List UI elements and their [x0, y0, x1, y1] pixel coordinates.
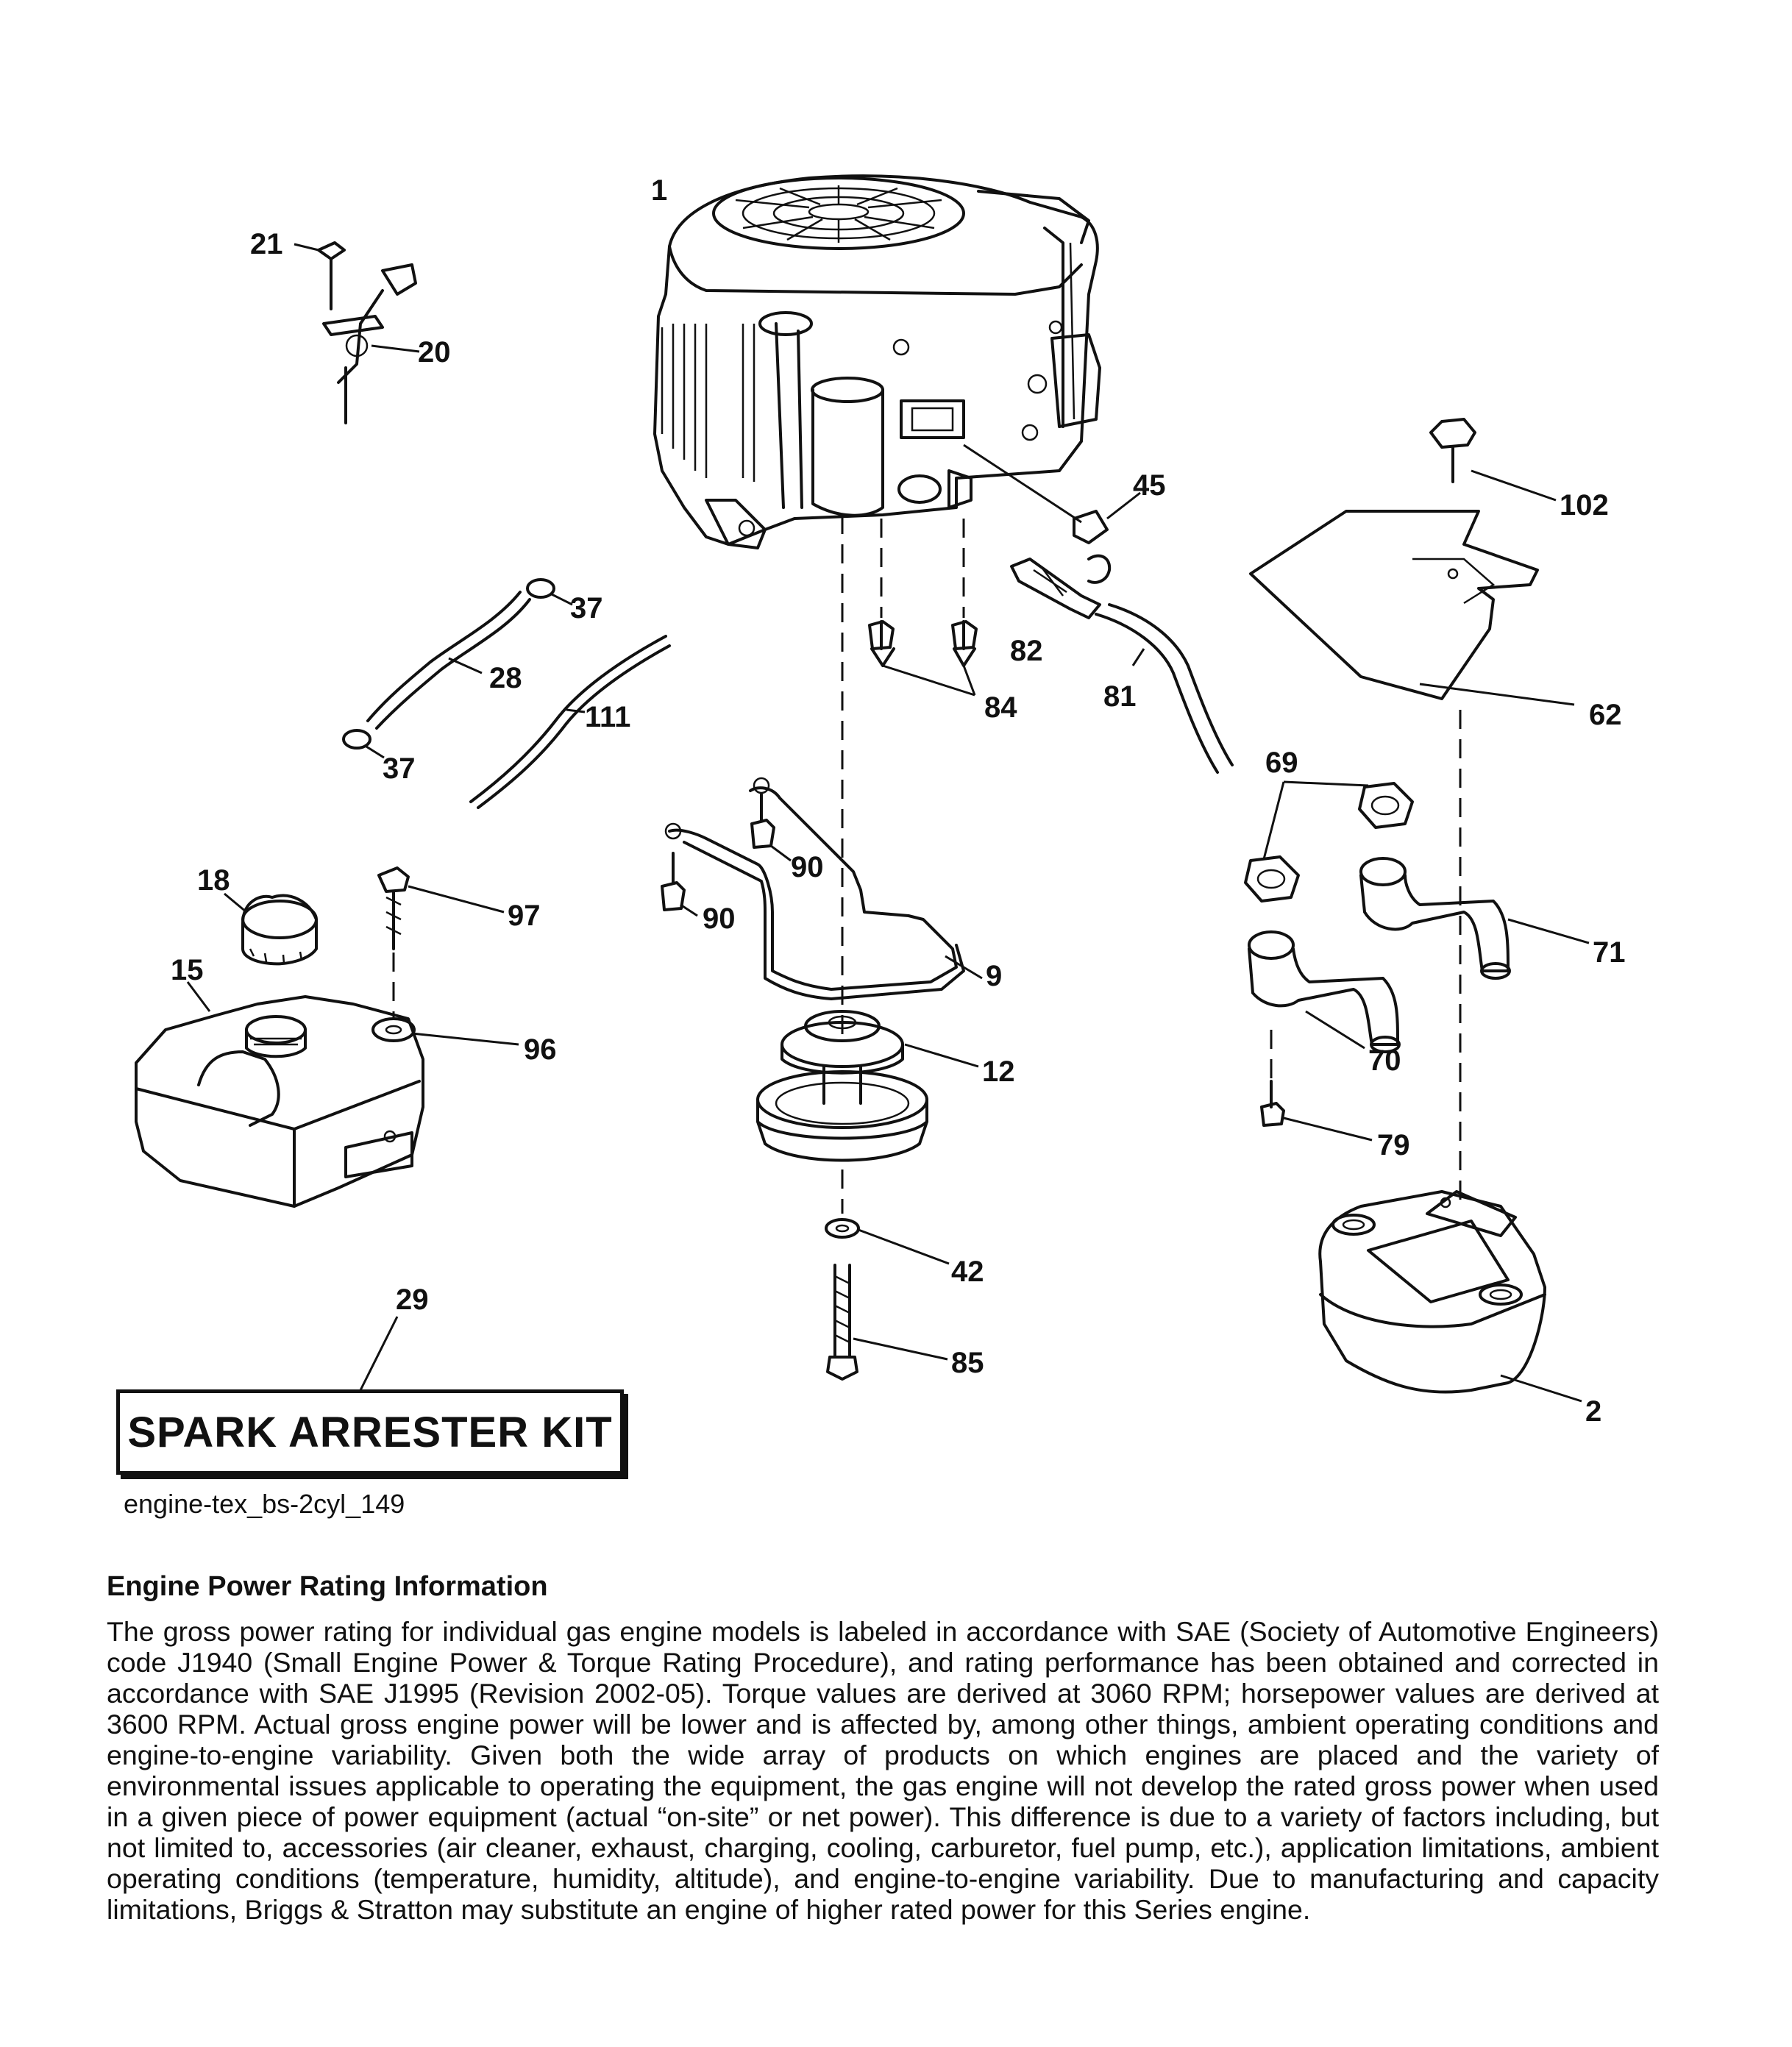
- callout-1[interactable]: 1: [651, 174, 667, 207]
- callout-29[interactable]: 29: [396, 1284, 429, 1316]
- fuel-tank-part-15[interactable]: [135, 981, 424, 1208]
- callout-81[interactable]: 81: [1103, 680, 1137, 713]
- hose-part-111[interactable]: [469, 635, 671, 809]
- bracket-bolt-part-90-upper[interactable]: [750, 777, 792, 862]
- callout-111[interactable]: 111: [585, 701, 630, 733]
- fuel-hose-part-28[interactable]: [366, 591, 531, 730]
- callout-71[interactable]: 71: [1593, 936, 1626, 969]
- fuel-cap-part-18[interactable]: [224, 892, 318, 966]
- pulley-bolt-part-85[interactable]: [826, 1264, 948, 1381]
- callout-96[interactable]: 96: [524, 1033, 557, 1066]
- muffler-part-2[interactable]: [1318, 1190, 1582, 1403]
- kit-leader-part-29: [359, 1316, 399, 1391]
- callout-20[interactable]: 20: [418, 336, 451, 369]
- throttle-bolt-part-21[interactable]: [294, 241, 346, 310]
- exhaust-bolt-part-79[interactable]: [1260, 1080, 1373, 1142]
- engine-part-1[interactable]: [653, 174, 1101, 549]
- callout-37-bottom[interactable]: 37: [383, 752, 416, 785]
- diagram-id: engine-tex_bs-2cyl_149: [124, 1489, 405, 1519]
- callout-90-upper[interactable]: 90: [791, 851, 824, 883]
- fuel-hose-part-81[interactable]: [1095, 603, 1234, 774]
- spark-arrester-kit-label: SPARK ARRESTER KIT: [127, 1408, 613, 1456]
- callout-42[interactable]: 42: [951, 1256, 984, 1288]
- callout-90-lower[interactable]: 90: [703, 903, 736, 935]
- callout-2[interactable]: 2: [1585, 1395, 1601, 1428]
- callout-15[interactable]: 15: [171, 954, 204, 986]
- engine-bolt-part-84[interactable]: [868, 620, 978, 697]
- exhaust-pipe-part-70[interactable]: [1248, 930, 1401, 1053]
- callout-28[interactable]: 28: [489, 662, 522, 694]
- exhaust-pipe-part-71[interactable]: [1359, 857, 1590, 980]
- nut-part-45[interactable]: [963, 444, 1141, 544]
- callout-102[interactable]: 102: [1560, 489, 1609, 521]
- callout-97[interactable]: 97: [508, 900, 541, 932]
- exploded-parts-diagram: 1 21 20 45 102 37 28 111 37 82 81 84 62 …: [135, 174, 1626, 1428]
- callout-12[interactable]: 12: [982, 1055, 1015, 1088]
- knob-part-102[interactable]: [1429, 418, 1557, 502]
- callout-70[interactable]: 70: [1368, 1044, 1401, 1077]
- callout-21[interactable]: 21: [250, 228, 283, 260]
- callout-84[interactable]: 84: [984, 691, 1017, 724]
- washer-part-42[interactable]: [825, 1218, 950, 1265]
- tank-bolt-part-97[interactable]: [377, 866, 505, 950]
- info-body: The gross power rating for individual ga…: [107, 1616, 1659, 1925]
- callout-45[interactable]: 45: [1133, 469, 1166, 502]
- callout-85[interactable]: 85: [951, 1347, 984, 1379]
- throttle-control-part-20[interactable]: [322, 263, 420, 424]
- callout-18[interactable]: 18: [197, 864, 230, 897]
- hose-clamp-part-37-bottom[interactable]: [342, 729, 385, 759]
- callout-82[interactable]: 82: [1010, 635, 1043, 667]
- bracket-bolt-part-90-lower[interactable]: [661, 822, 698, 917]
- engine-power-rating-section: Engine Power Rating Information The gros…: [107, 1571, 1659, 1925]
- pulley-part-12[interactable]: [756, 1010, 979, 1162]
- callout-79[interactable]: 79: [1377, 1129, 1410, 1161]
- bracket-part-9[interactable]: [668, 786, 983, 1000]
- gasket-part-69[interactable]: [1244, 780, 1414, 903]
- info-title: Engine Power Rating Information: [107, 1571, 548, 1602]
- hose-clamp-part-37-top[interactable]: [526, 578, 573, 606]
- callout-69[interactable]: 69: [1265, 747, 1298, 779]
- spark-arrester-kit-box[interactable]: SPARK ARRESTER KIT: [116, 1389, 624, 1475]
- fuel-filter-part-82[interactable]: [1010, 554, 1112, 619]
- washer-part-96[interactable]: [371, 1017, 519, 1046]
- callout-37-top[interactable]: 37: [570, 592, 603, 624]
- callout-9[interactable]: 9: [986, 960, 1002, 992]
- callout-62[interactable]: 62: [1589, 699, 1622, 731]
- heat-shield-part-62[interactable]: [1249, 510, 1575, 706]
